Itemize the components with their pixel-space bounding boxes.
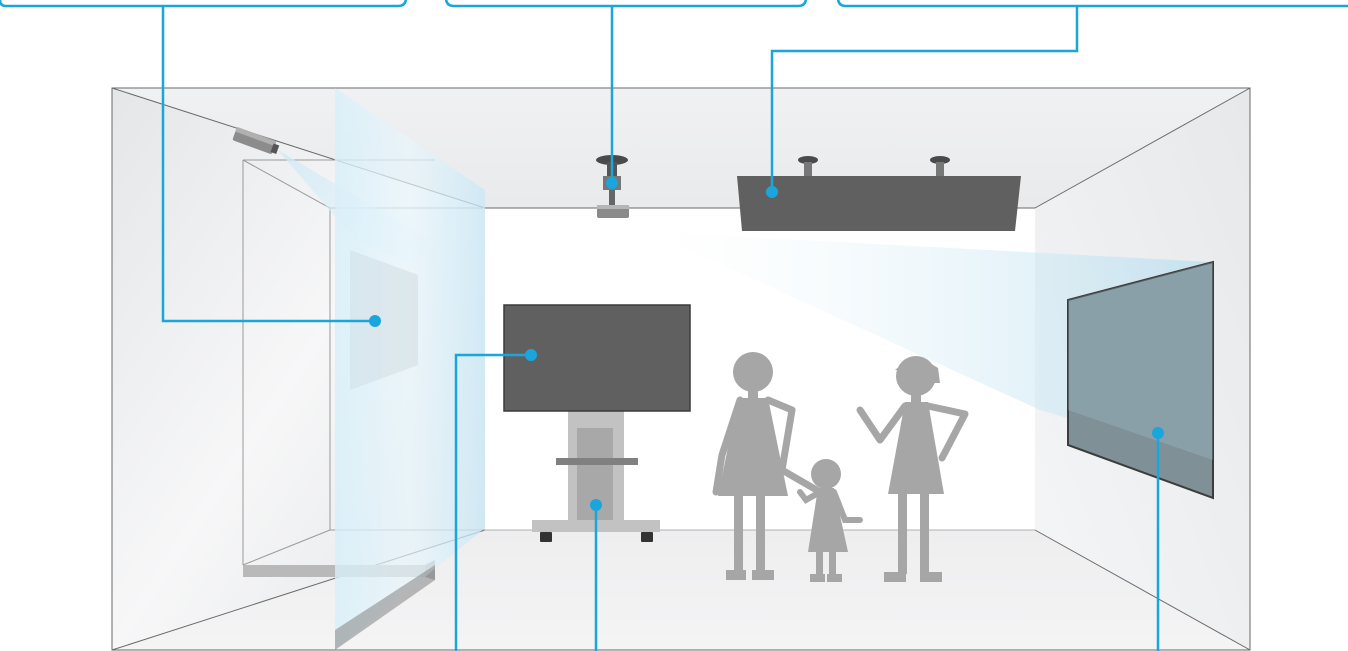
- adult-figure-right: [856, 356, 969, 582]
- leader-speaker-bar: [770, 6, 1079, 192]
- callout-dots: [369, 177, 1164, 511]
- display-stand: [532, 410, 660, 542]
- callout-box-top-left: [0, 0, 408, 8]
- wall-screen: [1067, 260, 1214, 500]
- dot-display-stand: [590, 499, 602, 511]
- glass-panel: [335, 88, 485, 650]
- leader-window-projection: [161, 6, 375, 323]
- child-figure: [797, 459, 863, 582]
- dot-wall-screen: [1152, 427, 1164, 439]
- dot-display-monitor: [525, 349, 537, 361]
- callout-box-top-right: [836, 0, 1348, 8]
- dot-ceiling-projector: [606, 177, 618, 189]
- callout-box-top-center: [444, 0, 808, 8]
- dot-speaker-bar: [766, 186, 778, 198]
- leader-display-monitor: [454, 353, 531, 651]
- callout-leaders: [161, 6, 1160, 651]
- people-silhouettes: [712, 352, 969, 582]
- adult-figure-left: [712, 352, 824, 580]
- dot-window-projection: [369, 315, 381, 327]
- ceiling-speaker-bar: [737, 156, 1021, 231]
